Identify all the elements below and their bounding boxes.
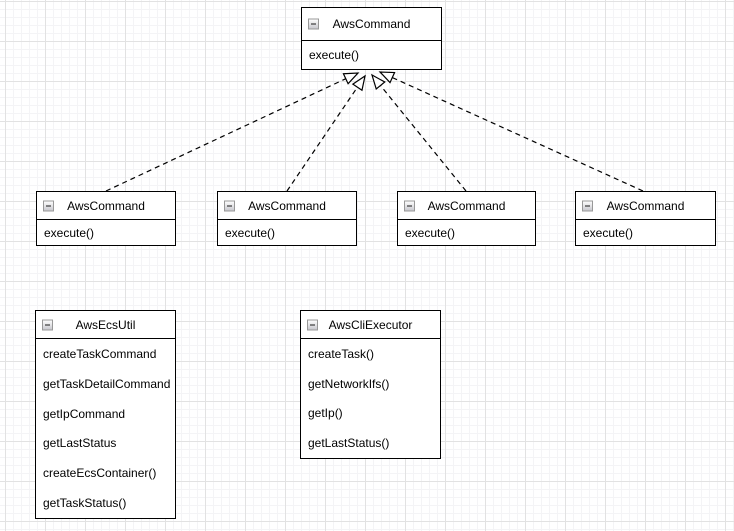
methods-compartment: createTask() getNetworkIfs() getIp() get… <box>301 339 440 458</box>
class-awsecsutil[interactable]: AwsEcsUtil createTaskCommand getTaskDeta… <box>35 310 176 519</box>
minus-glyph <box>407 205 412 206</box>
class-awscommand-child2[interactable]: AwsCommand execute() <box>217 191 357 246</box>
collapse-icon[interactable] <box>582 200 593 211</box>
edge-child2-to-parent <box>286 74 366 192</box>
minus-glyph <box>45 324 50 325</box>
edge-child3-to-parent <box>370 73 467 192</box>
collapse-icon[interactable] <box>43 200 54 211</box>
method-row: getIp() <box>308 406 343 421</box>
methods-compartment: execute() <box>398 220 535 245</box>
method-row: createEcsContainer() <box>43 466 157 481</box>
minus-glyph <box>311 23 316 25</box>
class-title-bar: AwsCommand <box>302 8 441 41</box>
collapse-icon[interactable] <box>224 200 235 211</box>
methods-compartment: execute() <box>302 41 441 69</box>
method-row: getLastStatus() <box>308 436 390 451</box>
collapse-icon[interactable] <box>308 18 319 30</box>
class-title-bar: AwsCliExecutor <box>301 311 440 339</box>
method-row: getLastStatus <box>43 436 117 451</box>
class-title: AwsCommand <box>248 198 326 213</box>
method-row: getTaskStatus() <box>43 496 127 511</box>
class-title-bar: AwsCommand <box>218 192 356 220</box>
collapse-icon[interactable] <box>42 319 53 330</box>
method-row: createTask() <box>308 346 375 361</box>
method-row: execute() <box>583 225 634 240</box>
method-row: execute() <box>405 225 456 240</box>
collapse-icon[interactable] <box>404 200 415 211</box>
class-title-bar: AwsCommand <box>576 192 715 220</box>
class-awscommand-child4[interactable]: AwsCommand execute() <box>575 191 716 246</box>
class-title: AwsCommand <box>67 198 145 213</box>
class-title: AwsCliExecutor <box>328 317 413 332</box>
class-title-bar: AwsCommand <box>37 192 175 220</box>
methods-compartment: execute() <box>218 220 356 245</box>
collapse-icon[interactable] <box>307 319 318 330</box>
method-row: createTaskCommand <box>43 346 157 361</box>
class-title-bar: AwsEcsUtil <box>36 311 175 339</box>
method-row: getTaskDetailCommand <box>43 376 171 391</box>
method-row: getIpCommand <box>43 406 126 421</box>
method-row: execute() <box>225 225 276 240</box>
class-awscliexecutor[interactable]: AwsCliExecutor createTask() getNetworkIf… <box>300 310 441 459</box>
methods-compartment: execute() <box>37 220 175 245</box>
method-row: execute() <box>44 225 95 240</box>
class-awscommand-parent[interactable]: AwsCommand execute() <box>301 7 442 70</box>
edge-child4-to-parent <box>378 71 644 192</box>
minus-glyph <box>585 205 590 206</box>
class-title: AwsCommand <box>332 17 411 31</box>
methods-compartment: createTaskCommand getTaskDetailCommand g… <box>36 339 175 518</box>
class-awscommand-child3[interactable]: AwsCommand execute() <box>397 191 536 246</box>
edge-child1-to-parent <box>105 72 360 192</box>
class-title: AwsCommand <box>427 198 506 213</box>
class-title-bar: AwsCommand <box>398 192 535 220</box>
class-title: AwsEcsUtil <box>75 317 136 332</box>
class-awscommand-child1[interactable]: AwsCommand execute() <box>36 191 176 246</box>
method-row: execute() <box>309 48 360 62</box>
minus-glyph <box>310 324 315 325</box>
method-row: getNetworkIfs() <box>308 376 390 391</box>
minus-glyph <box>227 205 232 206</box>
minus-glyph <box>46 205 51 206</box>
class-title: AwsCommand <box>606 198 685 213</box>
methods-compartment: execute() <box>576 220 715 245</box>
